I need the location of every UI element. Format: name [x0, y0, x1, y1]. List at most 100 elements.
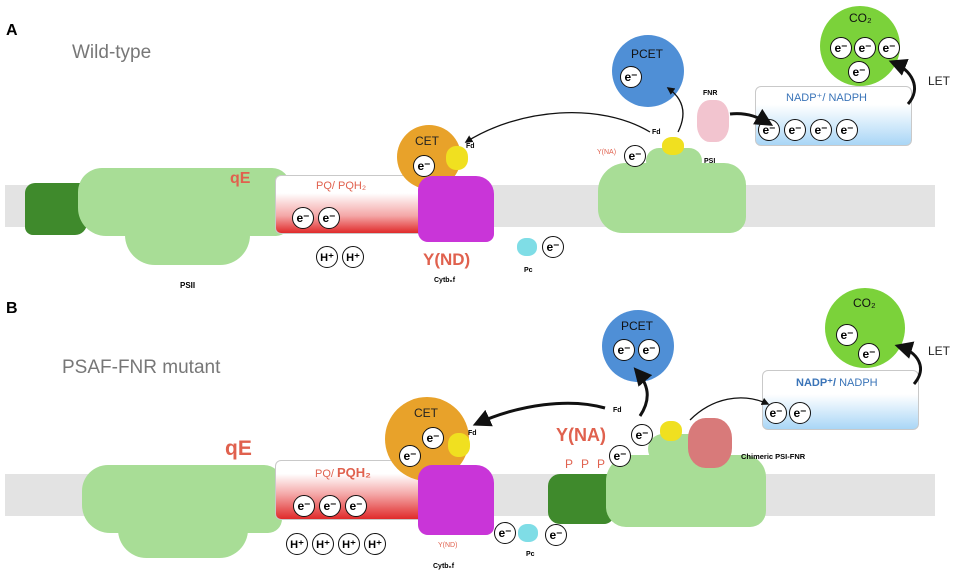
electron-token: e⁻	[836, 324, 858, 346]
pq-label-b: PQ/ PQH₂	[315, 465, 371, 480]
cytb6f-complex-a	[418, 176, 494, 242]
electron-token: e⁻	[318, 207, 340, 229]
electron-token: e⁻	[858, 343, 880, 365]
electron-token: e⁻	[765, 402, 787, 424]
chimeric-fnr-b	[688, 418, 732, 468]
psi-electrons-a: e⁻	[624, 145, 646, 167]
electron-token: e⁻	[494, 522, 516, 544]
lhc-b	[548, 474, 614, 524]
cet-label-a: CET	[415, 134, 439, 148]
pcet-electrons-a: e⁻	[620, 66, 642, 88]
pq-electrons-a: e⁻ e⁻	[292, 207, 340, 229]
fd-cyt-label-a: Fd	[466, 143, 475, 150]
cet-label-b: CET	[414, 406, 438, 420]
electron-token: e⁻	[848, 61, 870, 83]
psi-electrons-b-1: e⁻	[631, 424, 653, 446]
let-label-b: LET	[928, 344, 951, 358]
proton-token: H⁺	[316, 246, 338, 268]
cet-electrons-b-2: e⁻	[399, 445, 421, 467]
arrow-psi-to-cet-b	[472, 401, 606, 427]
electron-token: e⁻	[545, 524, 567, 546]
ynd-label-b: Y(ND)	[438, 542, 458, 549]
co2-label-b: CO₂	[853, 296, 876, 310]
panel-a-letter: A	[6, 22, 18, 39]
let-label-a: LET	[928, 74, 951, 88]
nadp-label-b-part2: NADPH	[839, 377, 878, 389]
electron-token: e⁻	[293, 495, 315, 517]
fd-cyt-b	[448, 433, 470, 457]
cytb6f-label-a: Cytb₆f	[434, 277, 456, 284]
electron-token: e⁻	[836, 119, 858, 141]
pc-electrons-b-left: e⁻	[494, 522, 516, 544]
proton-token: H⁺	[364, 533, 386, 555]
nadp-electrons-b: e⁻ e⁻	[765, 402, 811, 424]
psii-lhc-a	[25, 183, 87, 235]
fd-psi-label-b: Fd	[613, 407, 622, 414]
pc-electrons-a: e⁻	[542, 236, 564, 258]
electron-token: e⁻	[422, 427, 444, 449]
electron-token: e⁻	[638, 339, 660, 361]
fnr-a	[697, 100, 729, 142]
electron-token: e⁻	[830, 37, 852, 59]
electron-token: e⁻	[413, 155, 435, 177]
electron-token: e⁻	[810, 119, 832, 141]
electron-token: e⁻	[399, 445, 421, 467]
pc-label-b: Pc	[526, 551, 535, 558]
cet-electrons-b-1: e⁻	[422, 427, 444, 449]
psii-lower-b	[118, 520, 248, 558]
psii-complex-a	[78, 168, 290, 236]
phospho-3: P	[597, 457, 606, 471]
pc-a	[517, 238, 537, 256]
ynd-label-a: Y(ND)	[423, 250, 471, 269]
panel-a-title: Wild-type	[72, 42, 152, 63]
electron-token: e⁻	[784, 119, 806, 141]
proton-token: H⁺	[338, 533, 360, 555]
fnr-label-a: FNR	[703, 90, 718, 97]
proton-row-a: H⁺ H⁺	[316, 246, 364, 268]
psi-label-a: PSI	[704, 158, 716, 165]
proton-token: H⁺	[342, 246, 364, 268]
pq-label-b-part1: PQ/	[315, 468, 338, 480]
electron-token: e⁻	[319, 495, 341, 517]
electron-token: e⁻	[609, 445, 631, 467]
pcet-electrons-b: e⁻ e⁻	[613, 339, 660, 361]
proton-token: H⁺	[312, 533, 334, 555]
electron-token: e⁻	[758, 119, 780, 141]
nadp-pool-a	[755, 86, 912, 146]
pq-label-a: PQ/ PQH₂	[316, 180, 367, 192]
fd-psi-b	[660, 421, 682, 441]
psi-complex-b	[606, 455, 766, 527]
electron-token: e⁻	[292, 207, 314, 229]
co2-label-a: CO₂	[849, 11, 872, 25]
electron-token: e⁻	[631, 424, 653, 446]
proton-token: H⁺	[286, 533, 308, 555]
cytb6f-complex-b	[418, 465, 494, 535]
cytb6f-label-b: Cytb₆f	[433, 563, 455, 570]
electron-token: e⁻	[345, 495, 367, 517]
panel-b-letter: B	[6, 300, 18, 317]
electron-token: e⁻	[613, 339, 635, 361]
proton-row-b: H⁺ H⁺ H⁺ H⁺	[286, 533, 386, 555]
nadp-label-b-part1: NADP⁺/	[796, 377, 840, 389]
psii-lower-a	[125, 225, 250, 265]
pq-label-b-part2: PQH₂	[337, 465, 371, 480]
co2-electrons-b-2: e⁻	[858, 343, 880, 365]
phospho-2: P	[581, 457, 590, 471]
co2-electrons-a-1: e⁻ e⁻ e⁻	[830, 37, 900, 59]
psi-complex-a	[598, 163, 746, 233]
electron-token: e⁻	[542, 236, 564, 258]
pcet-label-b: PCET	[621, 319, 654, 333]
chimeric-label-b: Chimeric PSI-FNR	[741, 452, 806, 461]
fd-psi-label-a: Fd	[652, 129, 661, 136]
phospho-1: P	[565, 457, 574, 471]
arrow-psi-to-cet-a	[464, 112, 651, 143]
co2-electrons-a-2: e⁻	[848, 61, 870, 83]
fd-cyt-a	[446, 146, 468, 170]
panel-b-title: PSAF-FNR mutant	[62, 357, 221, 378]
qe-label-b: qE	[225, 437, 252, 460]
yna-label-b: Y(NA)	[556, 425, 606, 445]
psi-electrons-b-2: e⁻	[609, 445, 631, 467]
pcet-label-a: PCET	[631, 47, 664, 61]
nadp-pool-b	[762, 370, 919, 430]
pq-electrons-b: e⁻ e⁻ e⁻	[293, 495, 367, 517]
